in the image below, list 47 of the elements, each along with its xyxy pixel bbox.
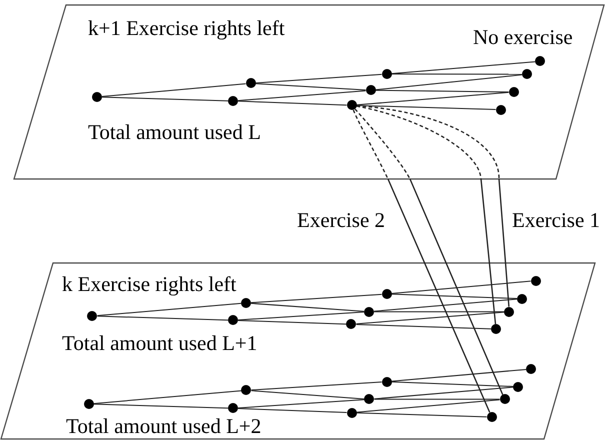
connector-line bbox=[93, 404, 228, 409]
connector-line bbox=[374, 386, 514, 400]
connector-line bbox=[96, 302, 242, 316]
connector-line bbox=[93, 390, 242, 404]
plane-heading: k+1 Exercise rights left bbox=[88, 18, 285, 39]
connector-line bbox=[238, 320, 347, 325]
connector-line bbox=[391, 381, 514, 387]
connector-line bbox=[391, 74, 522, 75]
connector-line bbox=[391, 294, 518, 300]
connector-line bbox=[250, 390, 365, 400]
connector-line bbox=[238, 312, 364, 320]
connector-line bbox=[352, 110, 490, 413]
plane-heading: k Exercise rights left bbox=[62, 274, 236, 295]
connector-line bbox=[250, 382, 382, 390]
connector-line bbox=[255, 83, 366, 90]
connector-line bbox=[391, 280, 532, 294]
connector-line bbox=[255, 74, 382, 84]
connector-line bbox=[356, 412, 488, 418]
connector-line bbox=[391, 61, 536, 74]
connector-line bbox=[250, 294, 382, 304]
connector-line bbox=[356, 105, 510, 307]
connector-line bbox=[373, 298, 518, 312]
connector-line bbox=[102, 96, 228, 102]
plane-label: No exercise bbox=[473, 27, 573, 48]
connector-line bbox=[238, 100, 348, 106]
plane-label: Total amount used L+1 bbox=[62, 333, 258, 354]
connector-line bbox=[238, 408, 348, 413]
connector-line bbox=[374, 398, 500, 400]
connector-line bbox=[237, 90, 366, 102]
connector-line bbox=[375, 90, 510, 92]
connector-line bbox=[101, 83, 246, 98]
connector-line bbox=[391, 368, 527, 382]
state-plane bbox=[1, 263, 595, 439]
connector-line bbox=[354, 108, 504, 395]
connector-line bbox=[356, 92, 510, 106]
connector-line bbox=[238, 399, 365, 408]
connector-line bbox=[374, 311, 505, 312]
connector-line bbox=[356, 324, 492, 330]
plane-label: Total amount used L+2 bbox=[66, 416, 262, 437]
plane-label: Total amount used L bbox=[88, 122, 261, 142]
connector-line bbox=[375, 74, 523, 90]
connector-line bbox=[356, 106, 496, 324]
connector-line bbox=[250, 302, 364, 312]
connector-line bbox=[96, 316, 228, 321]
connector-line bbox=[356, 312, 505, 324]
connector-line bbox=[356, 399, 500, 413]
state-plane bbox=[14, 5, 604, 179]
